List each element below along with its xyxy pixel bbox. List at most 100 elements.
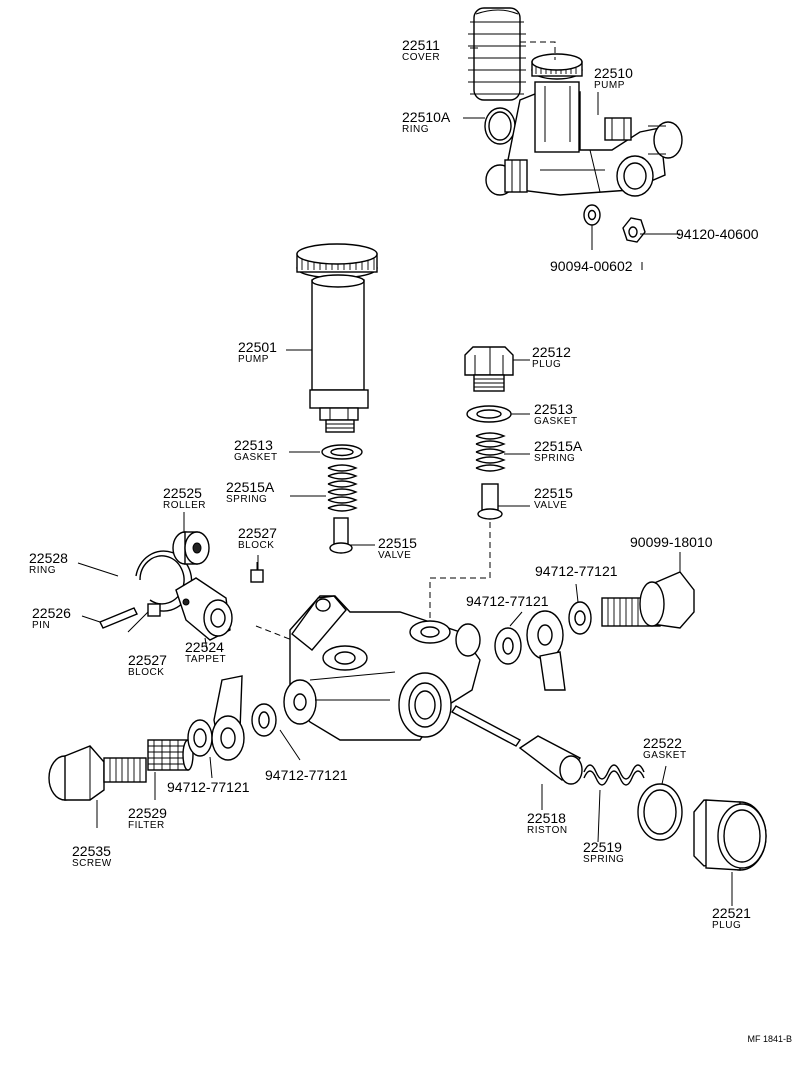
- spring-22515a-right: [475, 432, 506, 472]
- part-number: 94712-77121: [535, 563, 618, 579]
- block-22527-bottom: [147, 603, 161, 617]
- drawing-code: MF 1841-B: [747, 1034, 792, 1044]
- part-number: 22527: [238, 525, 277, 541]
- part-name: SPRING: [583, 854, 625, 865]
- part-number: 22501: [238, 339, 277, 355]
- part-name: TAPPET: [185, 654, 227, 665]
- washer-94712-left-a: [187, 719, 213, 757]
- pump-assembly-22510-drawing: [463, 7, 683, 270]
- part-number: 22529: [128, 805, 167, 821]
- part-number: 22511: [402, 37, 440, 53]
- spring-22515a-left: [327, 464, 358, 512]
- gasket-22513-left: [321, 444, 363, 460]
- valve-22515-right: [477, 483, 503, 520]
- rod-pushrod: [450, 705, 522, 747]
- plug-22521: [693, 799, 767, 871]
- part-name: RING: [29, 565, 56, 576]
- banjo-fitting-right: [526, 610, 566, 691]
- filter-22529: [147, 739, 194, 771]
- part-number: 22515: [534, 485, 573, 501]
- part-name: VALVE: [534, 500, 568, 511]
- part-name: PIN: [32, 620, 51, 631]
- part-name: PUMP: [238, 354, 269, 365]
- part-name: BLOCK: [128, 667, 165, 678]
- part-number: 22510A: [402, 109, 451, 125]
- part-number: 22526: [32, 605, 71, 621]
- part-name: PUMP: [594, 80, 625, 91]
- part-name: GASKET: [234, 452, 278, 463]
- gasket-22522: [637, 783, 683, 841]
- part-number: 22528: [29, 550, 68, 566]
- part-number: 22515A: [534, 438, 583, 454]
- part-number: 22515A: [226, 479, 275, 495]
- block-22527-top: [250, 562, 264, 583]
- part-name: PLUG: [712, 920, 742, 931]
- part-name: FILTER: [128, 820, 165, 831]
- washer-90094: [583, 204, 601, 226]
- part-number: 22515: [378, 535, 417, 551]
- part-number: 90099-18010: [630, 534, 713, 550]
- washer-94712-left-b: [251, 703, 277, 737]
- part-number: 22521: [712, 905, 751, 921]
- part-name: RISTON: [527, 825, 568, 836]
- banjo-fitting-left: [211, 675, 245, 761]
- part-name: VALVE: [378, 550, 412, 561]
- part-name: SCREW: [72, 858, 112, 869]
- part-number: 22527: [128, 652, 167, 668]
- part-number: 22513: [534, 401, 573, 417]
- part-number: 22535: [72, 843, 111, 859]
- part-number: 94712-77121: [265, 767, 348, 783]
- part-number: 94120-40600: [676, 226, 759, 242]
- label-94120: 94120-40600: [676, 227, 759, 242]
- part-number: 22513: [234, 437, 273, 453]
- part-number: 22524: [185, 639, 224, 655]
- part-name: PLUG: [532, 359, 562, 370]
- label-90099: 90099-18010: [630, 535, 713, 550]
- part-number: 22510: [594, 65, 633, 81]
- tappet-22524: [175, 577, 233, 641]
- part-name: RING: [402, 124, 429, 135]
- label-94712-left-b: 94712-77121: [265, 768, 348, 783]
- part-number: 94712-77121: [466, 593, 549, 609]
- gasket-22513-right: [466, 405, 512, 423]
- label-94712-right-a: 94712-77121: [466, 594, 549, 609]
- screw-22535: [48, 745, 147, 801]
- part-name: COVER: [402, 52, 441, 63]
- nut-94120: [622, 217, 646, 243]
- label-94712-right-b: 94712-77121: [535, 564, 618, 579]
- part-number: 22522: [643, 735, 682, 751]
- part-name: SPRING: [226, 494, 268, 505]
- part-name: SPRING: [534, 453, 576, 464]
- cover-bellows-22511: [468, 7, 526, 101]
- valve-22515-left: [329, 517, 353, 554]
- pump-plunger-22501-drawing: [286, 243, 378, 433]
- label-90094: 90094-00602: [550, 259, 633, 274]
- part-number: 94712-77121: [167, 779, 250, 795]
- part-name: GASKET: [643, 750, 687, 761]
- spring-22519: [583, 764, 645, 786]
- part-number: 22525: [163, 485, 202, 501]
- part-number: 22519: [583, 839, 622, 855]
- part-name: BLOCK: [238, 540, 275, 551]
- pump-housing-body: [283, 595, 481, 741]
- part-number: 22518: [527, 810, 566, 826]
- piston-22518: [518, 735, 583, 785]
